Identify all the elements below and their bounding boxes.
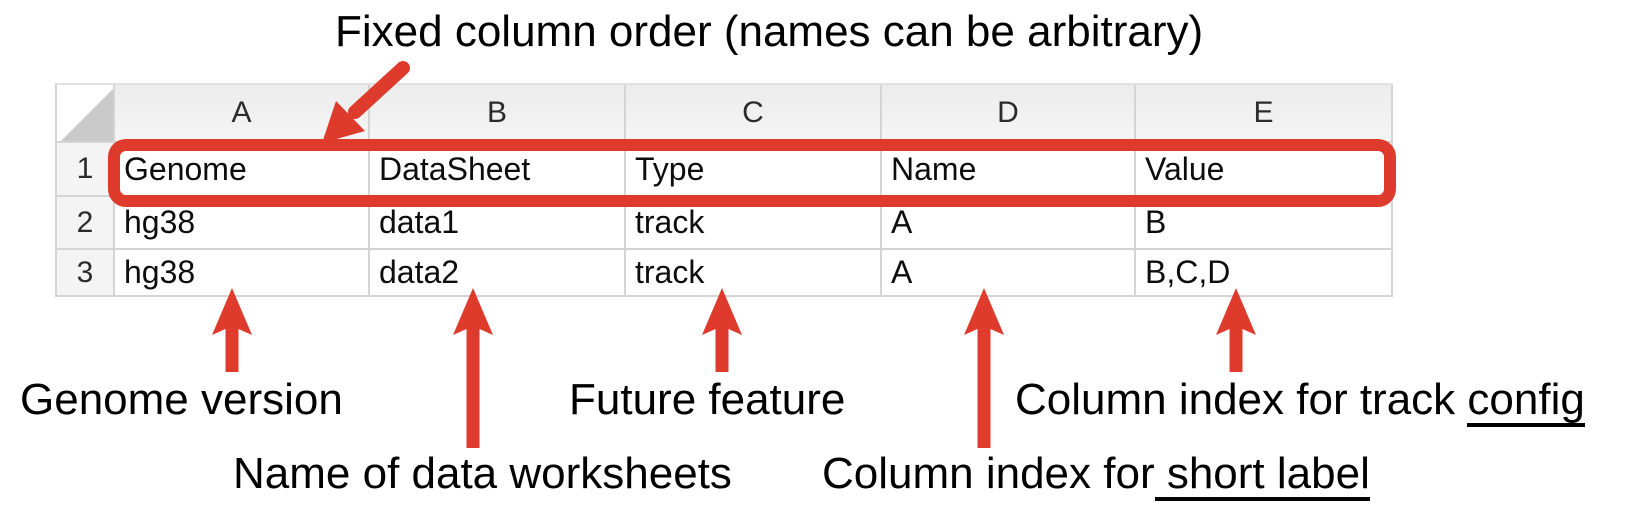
cell-C3[interactable]: track [626, 250, 882, 297]
label-track-config-underlined: config [1467, 377, 1585, 427]
genome-column-arrow-up-icon [212, 288, 252, 372]
arrow-down-left-icon [322, 61, 410, 143]
cell-B3[interactable]: data2 [370, 250, 626, 297]
type-column-arrow-up-icon [702, 288, 742, 372]
name-column-arrow-up-icon [964, 288, 1004, 448]
spreadsheet: A B C D E 1 Genome DataSheet Type Name V… [55, 83, 1393, 297]
column-header-D[interactable]: D [882, 85, 1136, 143]
column-header-C[interactable]: C [626, 85, 882, 143]
label-short-label-underlined: short label [1154, 451, 1370, 501]
cell-A2[interactable]: hg38 [115, 197, 370, 250]
row-header-2[interactable]: 2 [57, 197, 115, 250]
cell-C2[interactable]: track [626, 197, 882, 250]
datasheet-column-arrow-up-icon [453, 288, 493, 448]
cell-A3[interactable]: hg38 [115, 250, 370, 297]
cell-D1[interactable]: Name [882, 143, 1136, 197]
cell-B1[interactable]: DataSheet [370, 143, 626, 197]
cell-E2[interactable]: B [1136, 197, 1393, 250]
column-header-E[interactable]: E [1136, 85, 1393, 143]
label-short-label: Column index for short label [822, 450, 1370, 501]
figure-title: Fixed column order (names can be arbitra… [335, 7, 1204, 56]
cell-D2[interactable]: A [882, 197, 1136, 250]
cell-A1[interactable]: Genome [115, 143, 370, 197]
label-track-config-prefix: Column index for track [1015, 375, 1468, 424]
cell-D3[interactable]: A [882, 250, 1136, 297]
value-column-arrow-up-icon [1216, 288, 1256, 372]
row-header-3[interactable]: 3 [57, 250, 115, 297]
cell-E3[interactable]: B,C,D [1136, 250, 1393, 297]
select-all-corner[interactable] [57, 85, 115, 143]
label-track-config: Column index for track config [1015, 376, 1585, 427]
row-header-1[interactable]: 1 [57, 143, 115, 197]
select-all-triangle-icon [61, 89, 113, 141]
cell-B2[interactable]: data1 [370, 197, 626, 250]
cell-C1[interactable]: Type [626, 143, 882, 197]
label-data-worksheets: Name of data worksheets [233, 449, 732, 498]
label-genome-version: Genome version [20, 375, 343, 424]
label-future-feature: Future feature [569, 375, 846, 424]
label-short-label-prefix: Column index for [822, 449, 1155, 498]
cell-E1[interactable]: Value [1136, 143, 1393, 197]
